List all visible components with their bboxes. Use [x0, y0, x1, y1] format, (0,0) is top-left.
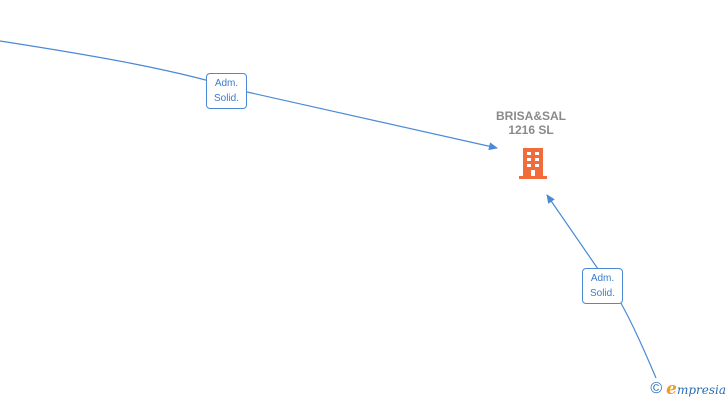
copyright-icon: ©: [650, 380, 663, 397]
empresia-watermark: © empresia: [650, 379, 726, 399]
company-name[interactable]: BRISA&SAL 1216 SL: [495, 109, 566, 137]
relation-label-adm-solid[interactable]: Adm. Solid.: [206, 73, 247, 109]
relation-label-adm-solid[interactable]: Adm. Solid.: [582, 268, 623, 304]
edge-left-to-company: [0, 40, 498, 151]
building-icon[interactable]: [517, 146, 549, 180]
brand-logo: empresia: [666, 379, 726, 399]
